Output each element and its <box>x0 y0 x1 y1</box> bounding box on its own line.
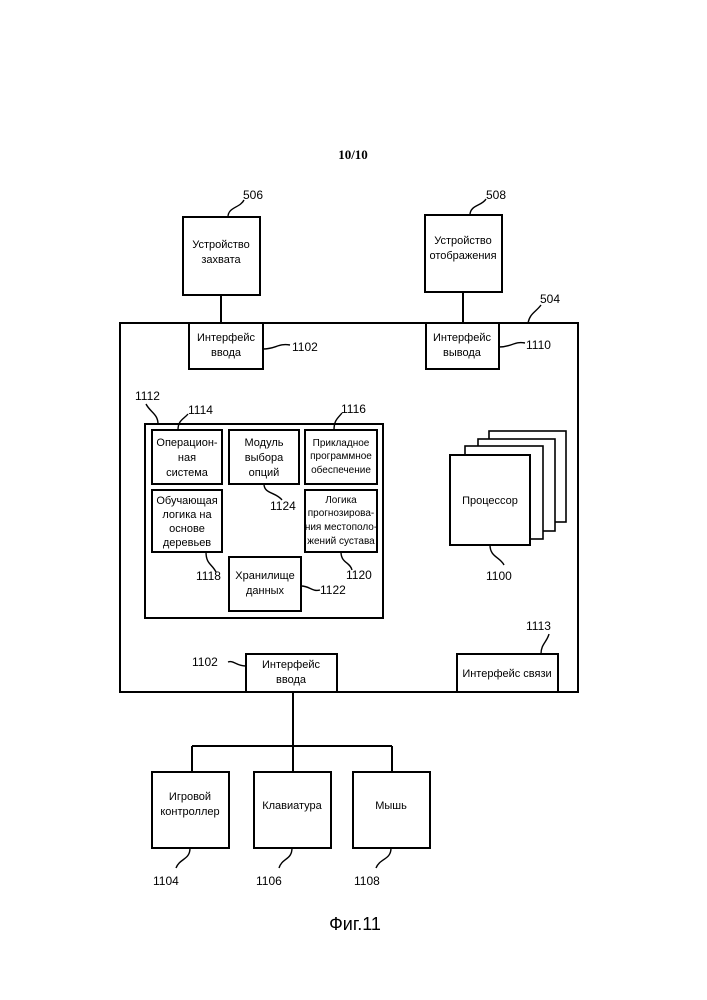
ref-1110: 1110 <box>526 338 551 352</box>
svg-text:система: система <box>166 467 209 479</box>
svg-text:программное: программное <box>310 451 372 462</box>
ref-1100: 1100 <box>486 569 512 583</box>
svg-text:обеспечение: обеспечение <box>311 464 371 476</box>
page-number: 10/10 <box>338 147 368 162</box>
svg-text:логика на: логика на <box>162 509 212 521</box>
ref-1118: 1118 <box>196 569 221 583</box>
svg-text:отображения: отображения <box>429 250 496 262</box>
svg-text:контроллер: контроллер <box>160 806 219 818</box>
svg-text:данных: данных <box>246 585 285 597</box>
svg-text:вывода: вывода <box>443 347 482 359</box>
ref-1108: 1108 <box>354 874 380 888</box>
capture-device-block: Устройство захвата 506 <box>183 188 263 295</box>
svg-text:ная: ная <box>178 452 196 464</box>
ref-1102-top: 1102 <box>292 340 318 354</box>
svg-text:Интерфейс: Интерфейс <box>262 659 320 671</box>
ref-1102-bottom: 1102 <box>192 655 218 669</box>
svg-text:Модуль: Модуль <box>245 437 284 449</box>
mouse-block: Мышь 1108 <box>353 772 430 888</box>
ref-1124: 1124 <box>270 499 296 513</box>
svg-text:захвата: захвата <box>201 254 241 266</box>
svg-text:ввода: ввода <box>211 347 242 359</box>
svg-text:Игровой: Игровой <box>169 791 211 803</box>
ref-1106: 1106 <box>256 874 282 888</box>
svg-text:Логика: Логика <box>325 495 357 506</box>
svg-text:опций: опций <box>249 467 280 479</box>
svg-text:Операцион-: Операцион- <box>156 437 218 449</box>
svg-text:Процессор: Процессор <box>462 495 518 507</box>
keyboard-block: Клавиатура 1106 <box>254 772 331 888</box>
svg-text:Мышь: Мышь <box>375 800 407 812</box>
ref-506: 506 <box>243 188 263 202</box>
svg-text:Хранилище: Хранилище <box>235 570 294 582</box>
svg-text:Интерфейс: Интерфейс <box>433 332 491 344</box>
figure-caption: Фиг.11 <box>329 914 381 934</box>
ref-1120: 1120 <box>346 568 372 582</box>
svg-text:Устройство: Устройство <box>192 239 250 251</box>
game-controller-block: Игровой контроллер 1104 <box>152 772 229 888</box>
ref-1116: 1116 <box>341 402 366 416</box>
svg-text:выбора: выбора <box>245 452 284 464</box>
svg-text:ния местополо-: ния местополо- <box>305 522 377 533</box>
svg-text:основе: основе <box>169 523 205 535</box>
ref-1122: 1122 <box>320 583 346 597</box>
display-device-block: Устройство отображения 508 <box>425 188 506 292</box>
ref-1114: 1114 <box>188 403 213 417</box>
svg-text:Интерфейс связи: Интерфейс связи <box>462 668 551 680</box>
svg-text:Прикладное: Прикладное <box>313 438 370 449</box>
ref-504: 504 <box>540 292 560 306</box>
svg-text:Интерфейс: Интерфейс <box>197 332 255 344</box>
svg-text:Устройство: Устройство <box>434 235 492 247</box>
svg-text:деревьев: деревьев <box>163 537 211 549</box>
ref-1113: 1113 <box>526 619 551 633</box>
ref-508: 508 <box>486 188 506 202</box>
ref-1104: 1104 <box>153 874 179 888</box>
svg-text:Обучающая: Обучающая <box>156 495 217 507</box>
svg-text:ввода: ввода <box>276 674 307 686</box>
svg-text:Клавиатура: Клавиатура <box>262 800 322 812</box>
ref-1112: 1112 <box>135 389 160 403</box>
svg-text:жений сустава: жений сустава <box>307 536 375 547</box>
svg-text:прогнозирова-: прогнозирова- <box>308 508 375 519</box>
